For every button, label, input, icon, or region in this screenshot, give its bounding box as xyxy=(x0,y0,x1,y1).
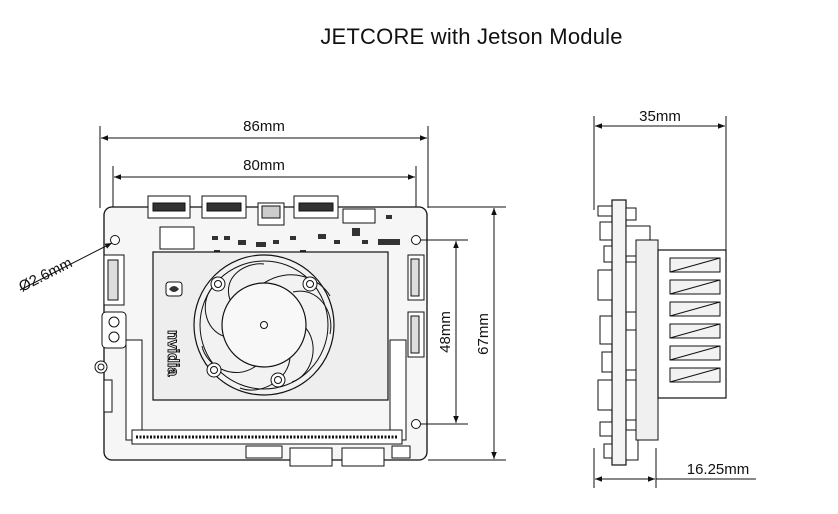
dim-hole-diameter: Ø2.6mm xyxy=(16,242,113,296)
dim-label-board-offset: 16.25mm xyxy=(687,461,750,478)
right-connectors xyxy=(407,254,425,358)
left-connectors xyxy=(101,254,127,413)
cooling-fan xyxy=(193,254,335,396)
mounting-holes xyxy=(94,235,421,429)
dim-overall-width: 86mm xyxy=(99,118,429,208)
nvidia-logo: nvidia xyxy=(164,281,183,377)
dim-side-depth: 35mm xyxy=(593,108,727,250)
side-board xyxy=(611,199,627,466)
dim-label-overall-height: 67mm xyxy=(475,313,492,355)
top-connectors xyxy=(147,195,376,250)
dim-hole-spacing-y: 48mm xyxy=(420,239,468,425)
dim-label-hole-spacing-y: 48mm xyxy=(437,311,454,353)
side-view: 35mm xyxy=(593,108,756,488)
dim-label-hole-spacing-x: 80mm xyxy=(243,157,285,174)
dim-label-overall-width: 86mm xyxy=(243,118,285,135)
heatsink xyxy=(657,249,727,399)
dim-label-hole-diameter: Ø2.6mm xyxy=(16,254,75,295)
front-view: 86mm 80mm Ø2.6mm xyxy=(16,118,506,467)
dim-label-side-depth: 35mm xyxy=(639,108,681,125)
dim-overall-height: 67mm xyxy=(428,206,506,461)
svg-text:nvidia: nvidia xyxy=(164,330,181,376)
dim-board-offset: 16.25mm xyxy=(593,448,756,488)
page-title: JETCORE with Jetson Module xyxy=(320,24,623,49)
side-components xyxy=(597,205,659,461)
